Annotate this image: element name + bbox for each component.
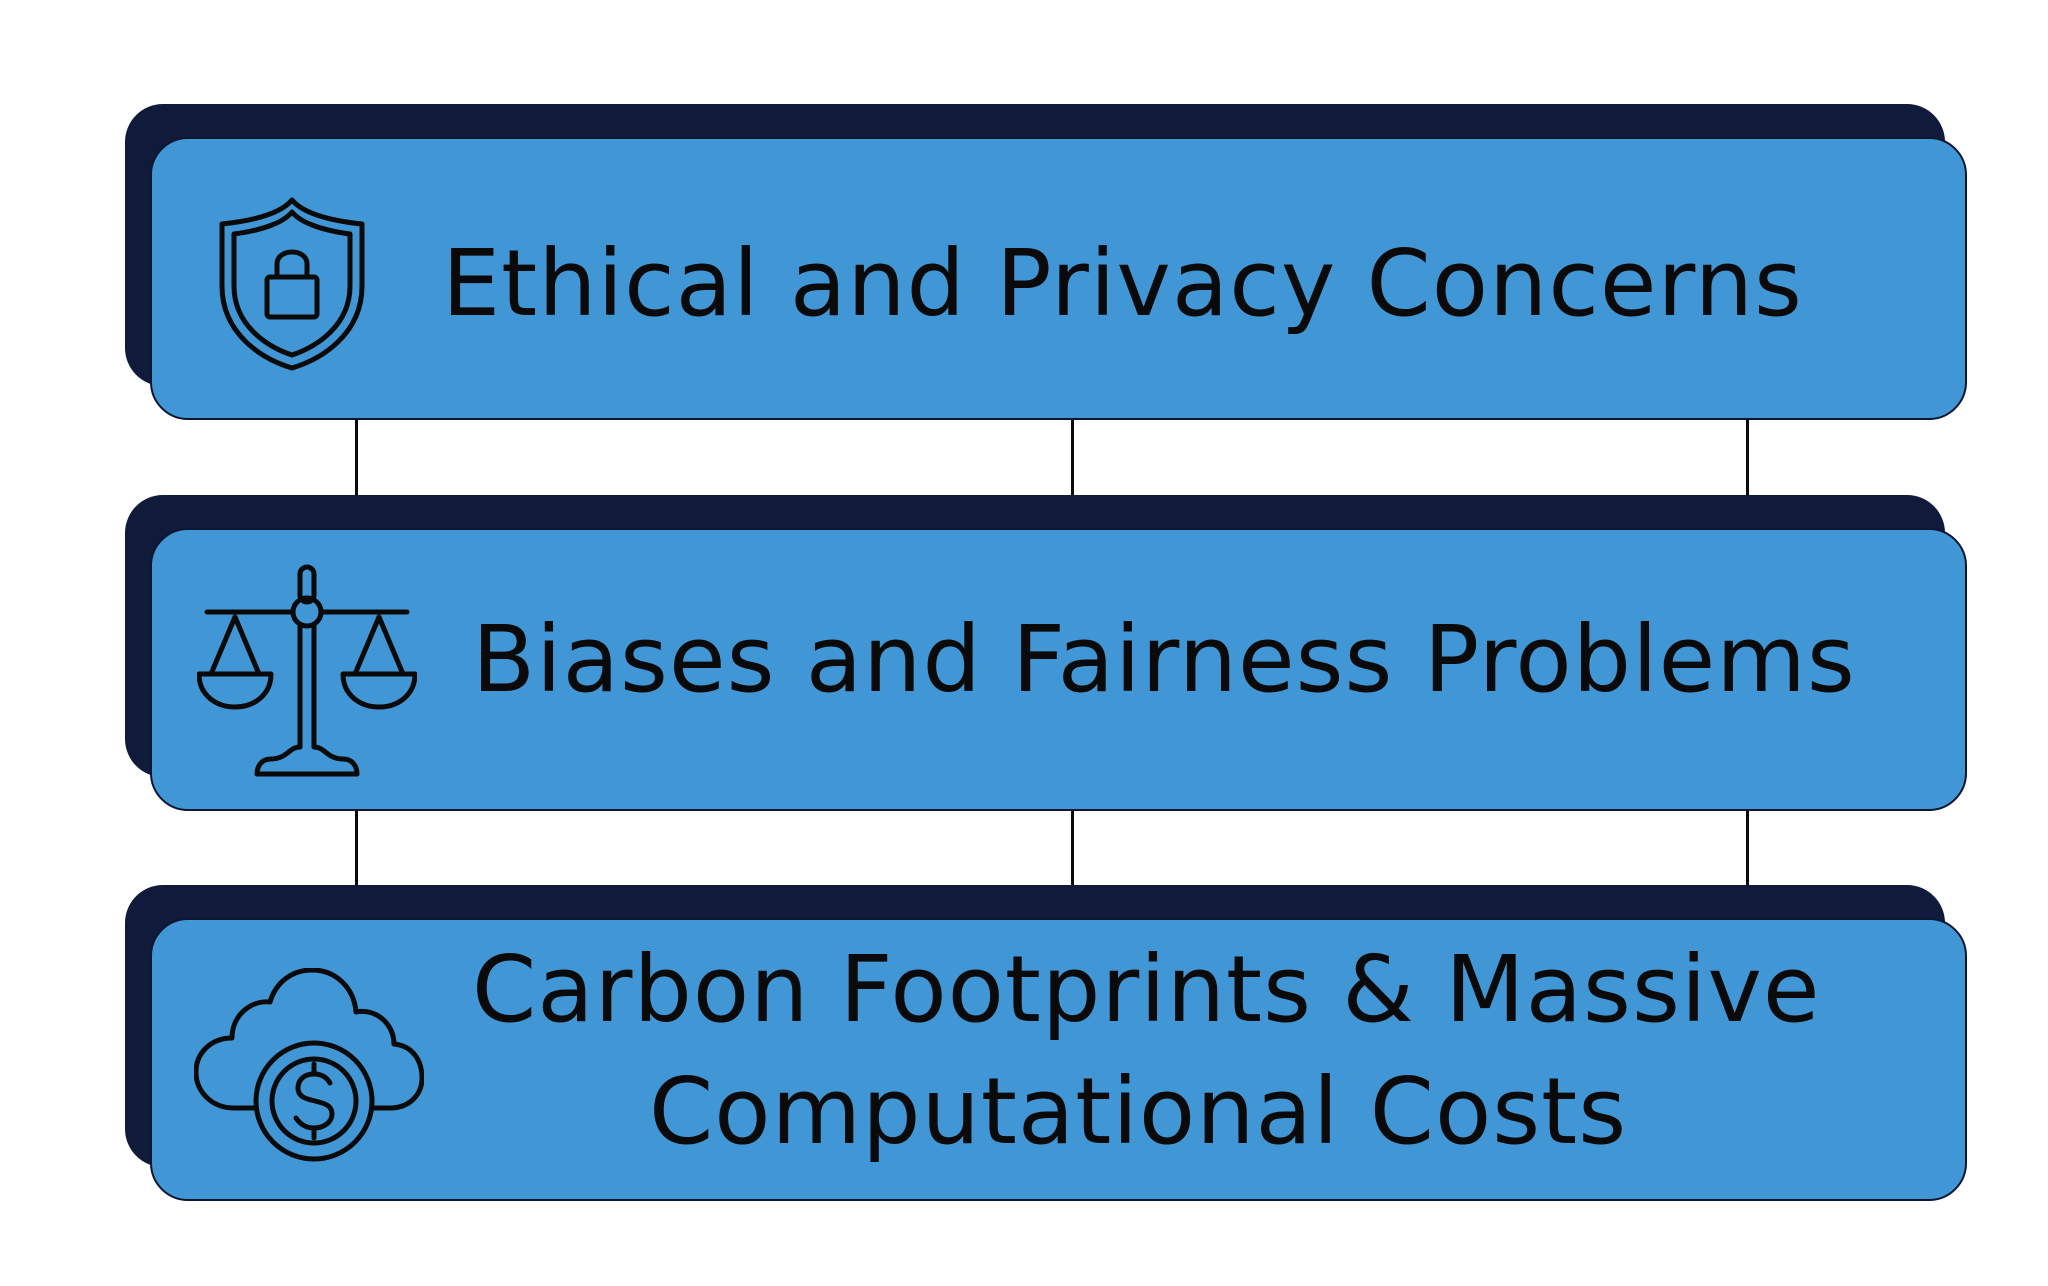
card-label-carbon-line2: Computational Costs (649, 1058, 1628, 1165)
cloud-dollar-icon (194, 968, 424, 1178)
card-label-bias: Biases and Fairness Problems (472, 606, 1856, 713)
shield-lock-icon (212, 194, 372, 374)
connector-left-2 (355, 808, 358, 888)
card-label-carbon-line1: Carbon Footprints & Massive (472, 936, 1821, 1043)
card-carbon: Carbon Footprints & Massive Computationa… (150, 918, 1967, 1201)
connector-right-1 (1746, 418, 1749, 498)
balance-scale-icon (197, 562, 417, 782)
connector-middle-2 (1071, 808, 1074, 888)
card-bias: Biases and Fairness Problems (150, 528, 1967, 811)
connector-left-1 (355, 418, 358, 498)
connector-right-2 (1746, 808, 1749, 888)
card-label-ethics: Ethical and Privacy Concerns (442, 230, 1803, 337)
connector-middle-1 (1071, 418, 1074, 498)
card-ethics: Ethical and Privacy Concerns (150, 137, 1967, 420)
